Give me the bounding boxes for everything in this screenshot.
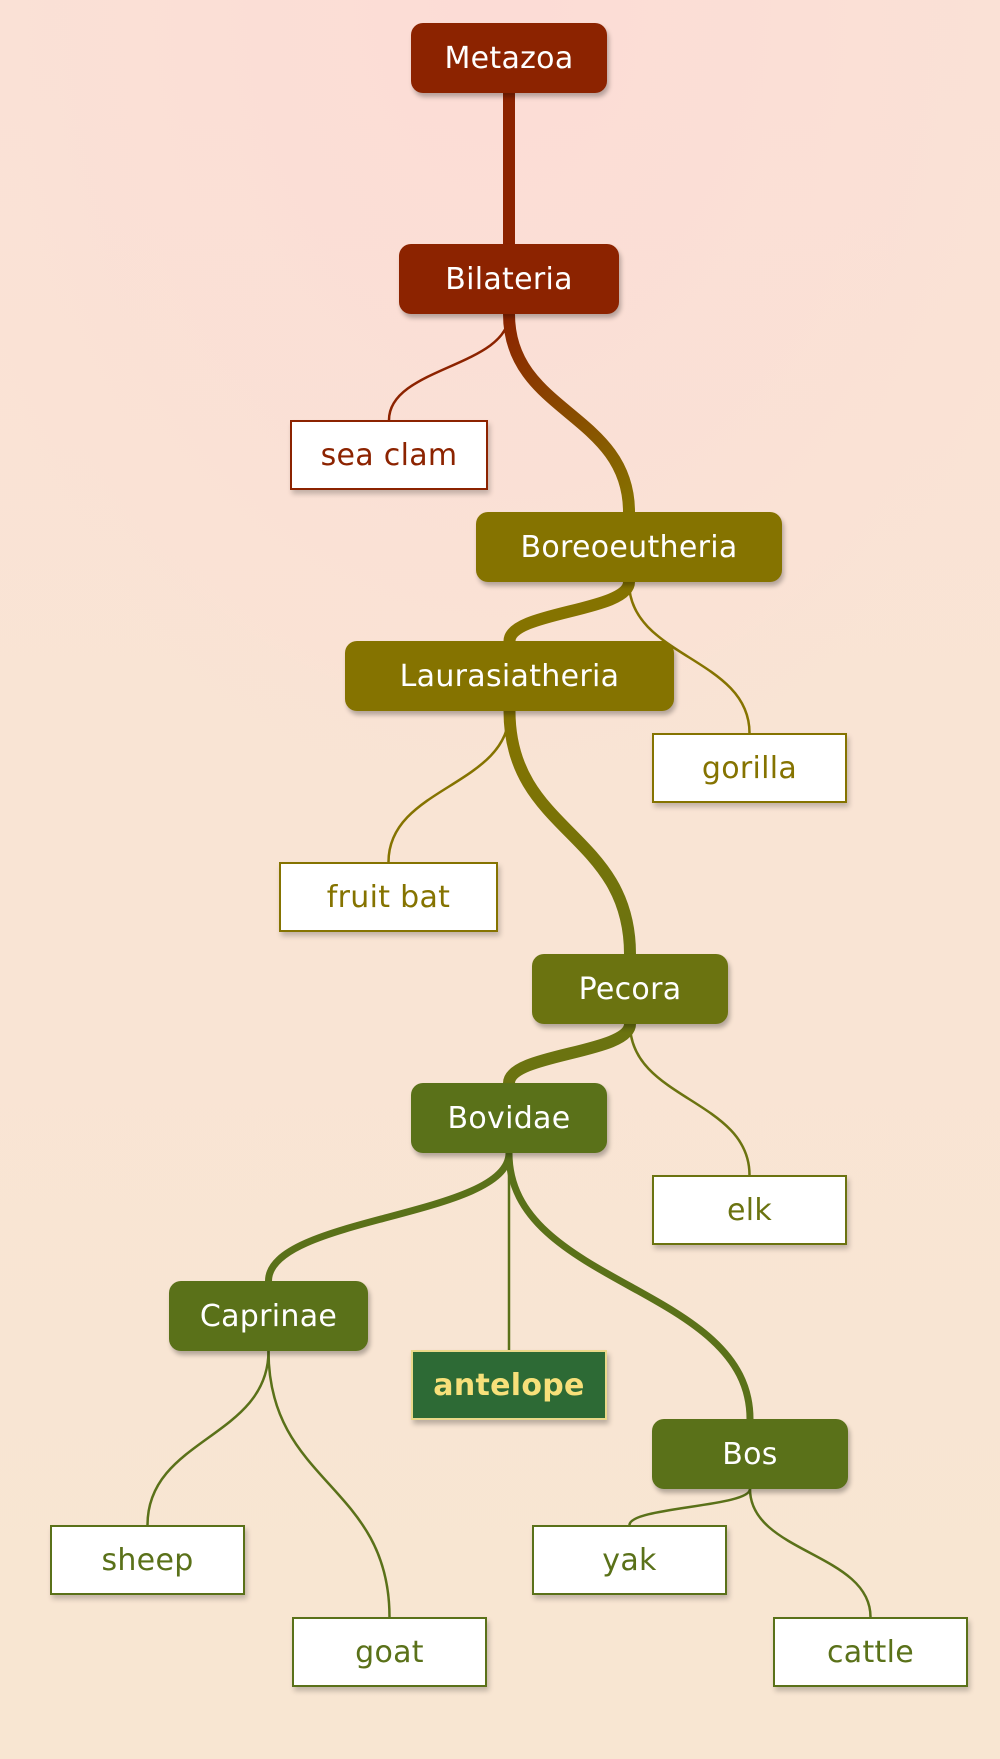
node-pecora: Pecora — [532, 954, 728, 1024]
node-caprinae: Caprinae — [169, 1281, 368, 1351]
node-fruit-bat: fruit bat — [279, 862, 498, 932]
node-goat: goat — [292, 1617, 487, 1687]
edge-laurasiatheria-to-pecora — [503, 705, 636, 960]
edge-caprinae-to-sheep — [146, 1349, 270, 1527]
node-bovidae: Bovidae — [411, 1083, 607, 1153]
node-yak: yak — [532, 1525, 727, 1595]
edge-bovidae-to-caprinae — [265, 1149, 513, 1285]
node-bos: Bos — [652, 1419, 848, 1489]
node-sea-clam: sea clam — [290, 420, 488, 490]
node-metazoa: Metazoa — [411, 23, 607, 93]
node-gorilla: gorilla — [652, 733, 847, 803]
edge-bilateria-to-sea-clam — [387, 312, 511, 422]
edge-laurasiatheria-to-fruit-bat — [387, 709, 511, 864]
node-sheep: sheep — [50, 1525, 245, 1595]
edge-boreoeutheria-to-laurasiatheria — [503, 576, 635, 647]
edge-bos-to-cattle — [748, 1487, 872, 1619]
node-cattle: cattle — [773, 1617, 968, 1687]
edge-bilateria-to-boreoeutheria — [503, 308, 635, 518]
node-antelope: antelope — [411, 1350, 607, 1420]
edge-bovidae-to-bos — [505, 1149, 754, 1423]
edge-boreoeutheria-to-gorilla — [627, 580, 751, 735]
node-bilateria: Bilateria — [399, 244, 619, 314]
edge-bos-to-yak — [628, 1487, 752, 1527]
node-boreoeutheria: Boreoeutheria — [476, 512, 782, 582]
edge-pecora-to-elk — [628, 1022, 751, 1177]
tree-edges — [146, 87, 872, 1619]
node-elk: elk — [652, 1175, 847, 1245]
edge-caprinae-to-goat — [267, 1349, 391, 1619]
edge-pecora-to-bovidae — [503, 1018, 636, 1089]
node-laurasiatheria: Laurasiatheria — [345, 641, 674, 711]
